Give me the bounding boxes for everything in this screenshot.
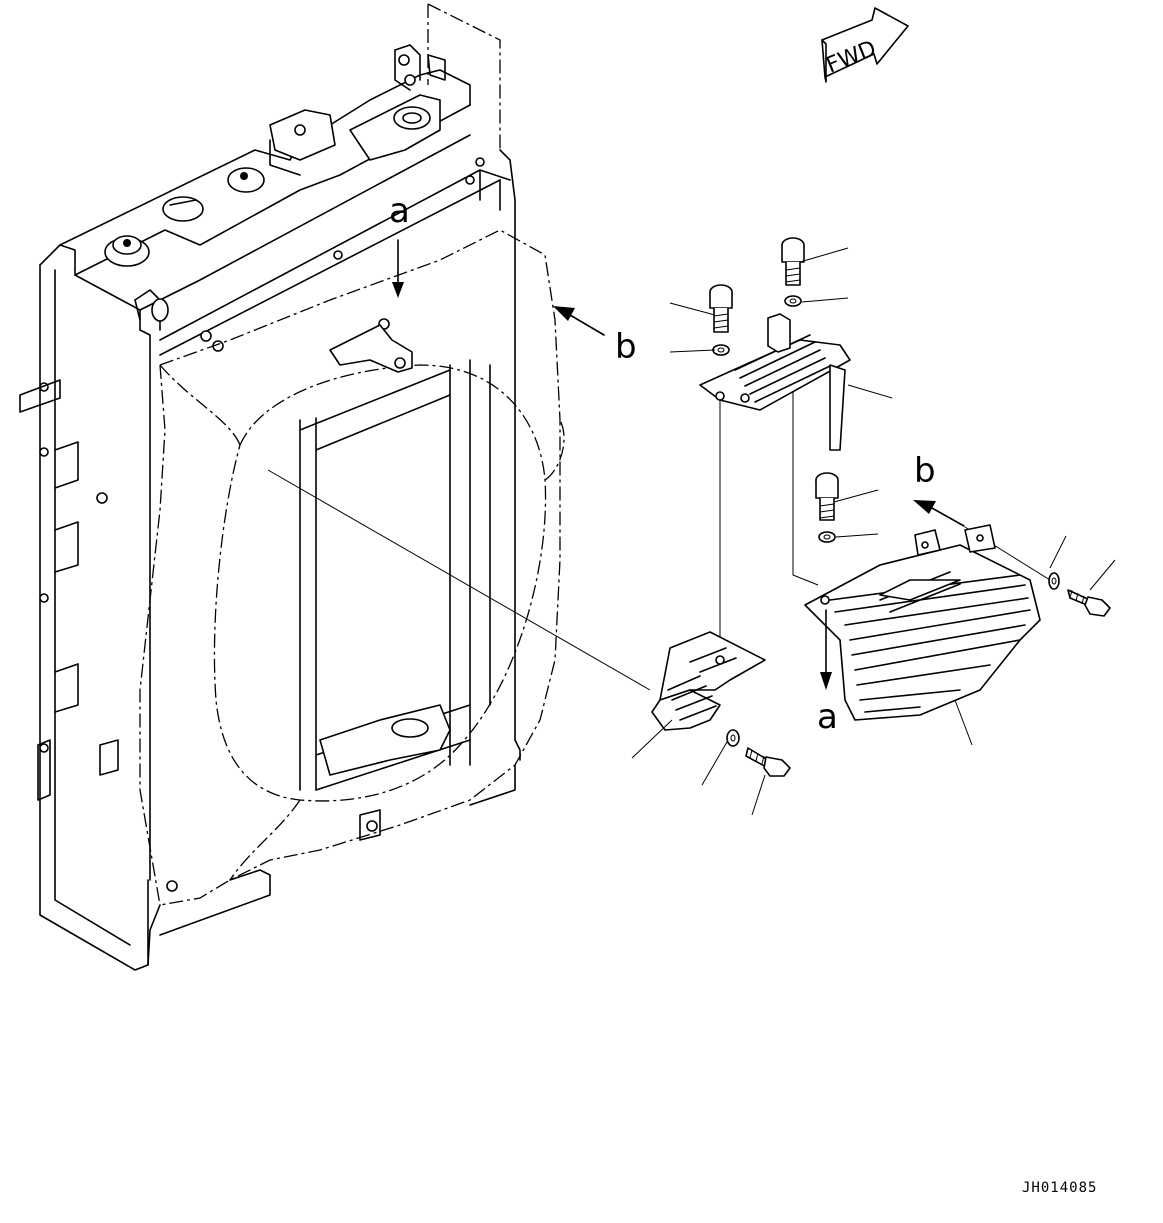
bolt-upper-center	[781, 237, 805, 286]
ref-label-a-lower: a	[817, 697, 838, 737]
ref-label-a-upper: a	[389, 191, 410, 231]
small-cover	[651, 631, 766, 731]
bolt-middle	[815, 472, 839, 521]
washer-middle	[818, 531, 836, 543]
leader-lines	[631, 247, 1116, 816]
bolt-right	[1067, 589, 1111, 617]
washer-upper-center	[784, 295, 802, 307]
drawing-code: JH014085	[1022, 1180, 1097, 1196]
upper-cover	[699, 313, 851, 451]
bolt-lower	[745, 747, 791, 777]
grille-cover	[804, 524, 1041, 721]
radiator-assembly	[19, 3, 565, 971]
washer-upper-left	[712, 344, 730, 356]
washer-lower	[726, 729, 740, 747]
ref-label-b-upper: b	[615, 327, 637, 367]
washer-right	[1048, 572, 1060, 590]
fwd-arrow-badge: FWD	[821, 7, 909, 83]
ref-arrows	[392, 239, 965, 690]
bolt-upper-left	[709, 284, 733, 333]
ref-label-b-lower: b	[914, 451, 936, 491]
